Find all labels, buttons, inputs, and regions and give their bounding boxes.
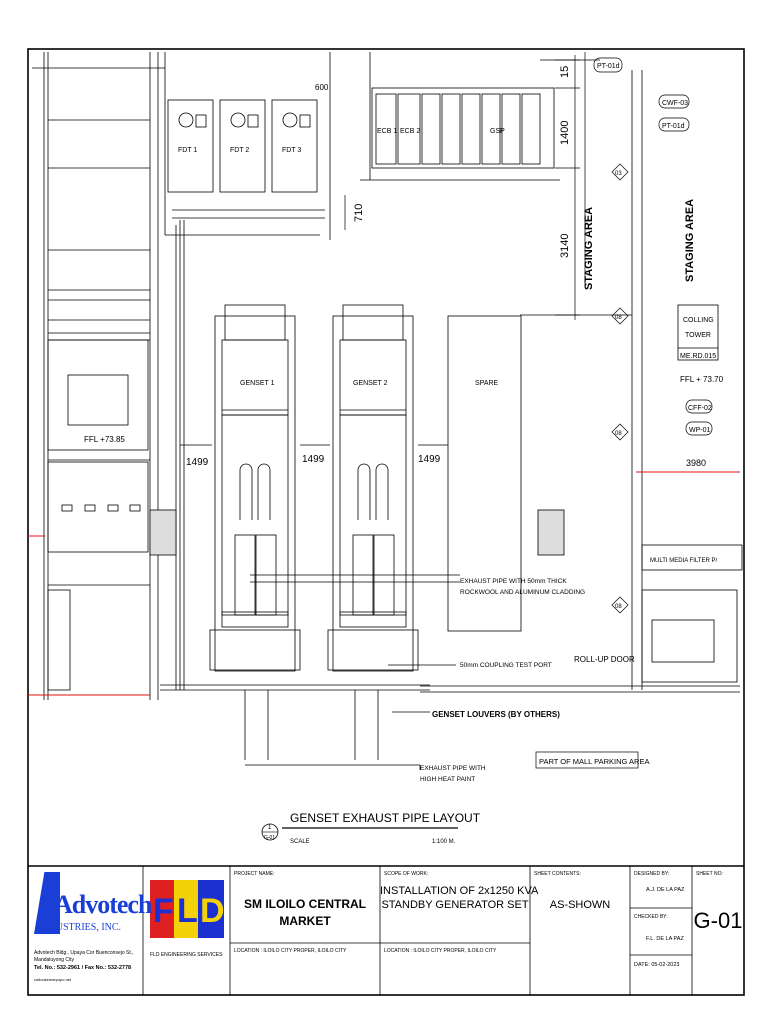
dim-600: 600 (315, 83, 329, 92)
staging-area-1: STAGING AREA (583, 207, 595, 290)
fdt-1-label: FDT 1 (178, 147, 197, 154)
dim-3980: 3980 (686, 458, 706, 468)
layout-title: GENSET EXHAUST PIPE LAYOUT (290, 811, 481, 825)
me-rd-label: ME.RD.015 (680, 353, 716, 360)
cooling-tower-line1: COLLING (683, 317, 714, 324)
genset-2-label: GENSET 2 (353, 380, 388, 387)
dim-1499-c: 1499 (418, 454, 441, 465)
tag-08-a: 08 (615, 315, 622, 321)
tag-bubbles (593, 57, 713, 614)
ecb-gsp-panels (360, 52, 560, 181)
sheet-date: DATE: 05-02-2023 (634, 962, 680, 968)
tag-cff02: CFF-02 (688, 405, 712, 412)
ffl-left-label: FFL +73.85 (84, 435, 125, 444)
genset-2 (327, 304, 419, 672)
company-address-2: Mandaluyong City (34, 957, 75, 963)
project-location: LOCATION : ILOILO CITY PROPER, ILOILO CI… (234, 948, 347, 954)
multi-media-label: MULTI MEDIA FILTER P/ (650, 558, 717, 564)
note-exhaust-line1: EXHAUST PIPE WITH 50mm THICK (460, 578, 567, 585)
dim-3140: 3140 (559, 234, 571, 258)
advotech-logo: Advotech INDUSTRIES, INC. (34, 870, 152, 940)
checked-value: F.L. DE LA PAZ (646, 936, 684, 942)
structural-columns (149, 509, 565, 556)
fld-letter-l: L (177, 892, 198, 930)
fld-logo-d (198, 880, 224, 938)
scope-location: LOCATION : ILOILO CITY PROPER, ILOILO CI… (384, 948, 497, 954)
layout-ref-number: 1 (268, 825, 272, 831)
scale-label: SCALE (290, 839, 310, 845)
ecb-1-label: ECB 1 (377, 128, 397, 135)
fld-logo-l (174, 880, 198, 938)
note-parking: PART OF MALL PARKING AREA (539, 757, 649, 766)
note-louvers: GENSET LOUVERS (BY OTHERS) (432, 710, 560, 719)
gsp-label: GSP (490, 128, 505, 135)
ffl-right-label: FFL + 73.70 (680, 375, 724, 384)
note-coupling: 50mm COUPLING TEST PORT (460, 662, 552, 669)
dim-1499-a: 1499 (186, 457, 209, 468)
fdt-3-label: FDT 3 (282, 147, 301, 154)
layout-ref-sheet: G-01 (264, 835, 275, 841)
fld-letter-d: D (200, 892, 225, 930)
sheet-no-header: SHEET NO: (696, 871, 723, 877)
advotech-logo-sub: INDUSTRIES, INC. (38, 922, 122, 933)
note-exhaust-line2: ROCKWOOL AND ALUMINUM CLADDING (460, 589, 585, 596)
genset-1-label: GENSET 1 (240, 380, 275, 387)
right-structure (420, 59, 743, 693)
tag-08-b: 08 (615, 431, 622, 437)
advotech-logo-text: Advotech (54, 890, 152, 919)
fld-letter-f: F (153, 892, 174, 930)
designed-value: A.J. DE LA PAZ (646, 887, 685, 893)
project-name-line2: MARKET (279, 914, 331, 928)
fld-caption: FLD ENGINEERING SERVICES (150, 952, 223, 958)
designed-header: DESIGNED BY: (634, 871, 670, 877)
dim-15: 15 (559, 66, 571, 78)
dim-710: 710 (353, 204, 365, 222)
company-email: cutlookemaryupo.net (34, 977, 72, 982)
scale-value: 1:100 M. (432, 839, 456, 845)
note-high-heat-line2: HIGH HEAT PAINT (420, 776, 475, 783)
company-address-1: Advotech Bldg., Upaya Cor Buenconsejo St… (34, 950, 134, 956)
dim-1499-b: 1499 (302, 454, 325, 465)
note-high-heat-line1: EXHAUST PIPE WITH (420, 765, 486, 772)
checked-header: CHECKED BY: (634, 914, 668, 920)
contents-header: SHEET CONTENTS: (534, 871, 581, 877)
contents-value: AS-SHOWN (549, 899, 611, 911)
fld-logo-f (150, 880, 174, 938)
cooling-tower-line2: TOWER (685, 332, 711, 339)
project-name-header: PROJECT NAME: (234, 871, 275, 877)
dim-1400: 1400 (559, 121, 571, 145)
spare-bay (447, 315, 522, 632)
scope-line2: STANDBY GENERATOR SET (381, 899, 529, 911)
parking-note-box (535, 751, 639, 769)
spare-label: SPARE (475, 380, 499, 387)
fdt-2-label: FDT 2 (230, 147, 249, 154)
staging-area-2: STAGING AREA (684, 199, 696, 282)
company-phone: Tel. No.: 532-2961 / Fax No.: 532-2778 (34, 965, 132, 971)
exhaust-pipe-runs (160, 444, 460, 770)
left-structure (32, 52, 165, 700)
project-name-line1: SM ILOILO CENTRAL (244, 897, 366, 911)
genset-1 (209, 304, 301, 672)
tag-wp01: WP-01 (689, 427, 711, 434)
tag-cwf03: CWF-03 (662, 100, 688, 107)
ecb-2-label: ECB 2 (400, 128, 420, 135)
fdt-panels (164, 52, 331, 690)
tag-pt01d-top: PT-01d (597, 63, 620, 70)
scope-line1: INSTALLATION OF 2x1250 KVA (380, 885, 539, 897)
scope-header: SCOPE OF WORK: (384, 871, 429, 877)
red-section-lines (28, 471, 740, 696)
sheet-border (27, 48, 745, 996)
title-block-grid (142, 866, 693, 995)
tag-pt01d: PT-01d (662, 123, 685, 130)
tag-03: 03 (615, 171, 622, 177)
tag-08-c: 08 (615, 604, 622, 610)
dimension-column (555, 52, 586, 320)
note-rollup-door: ROLL-UP DOOR (574, 655, 635, 664)
sheet-no-value: G-01 (693, 908, 743, 933)
